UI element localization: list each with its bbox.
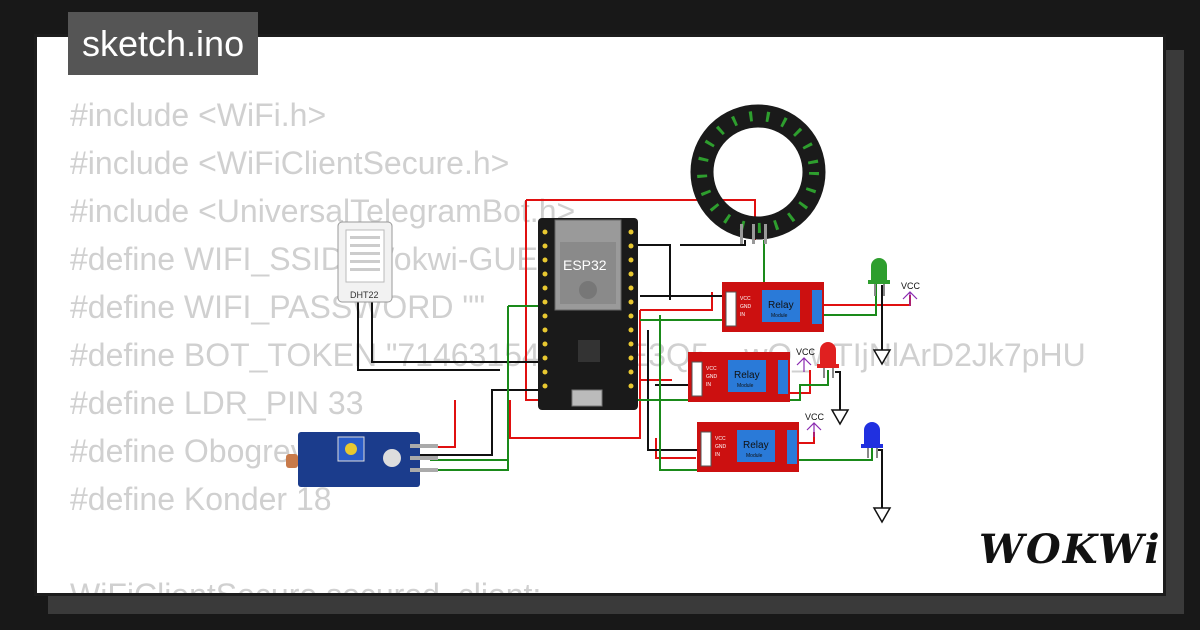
relay-label: Relay (768, 300, 794, 311)
wire (371, 300, 540, 363)
ground-symbol (872, 507, 892, 524)
wire (647, 330, 700, 451)
wire (771, 370, 829, 401)
led-red (817, 342, 839, 378)
relay-module: Relay Module VCC GND IN (722, 282, 824, 332)
led-green (868, 258, 890, 296)
relay-module: Relay Module VCC GND IN (688, 352, 790, 402)
wire (797, 447, 873, 461)
wire (357, 300, 500, 371)
code-background: #include <WiFi.h> #include <WiFiClientSec… (70, 91, 1086, 596)
relay-label: Relay (734, 370, 760, 381)
wire (823, 295, 911, 306)
usb-port (571, 389, 603, 407)
vcc-marker: VCC (805, 412, 825, 437)
dht22-sensor: DHT22 (337, 221, 393, 303)
wire (835, 371, 841, 410)
svg-text:VCC: VCC (901, 281, 921, 291)
wire (420, 389, 540, 456)
wire (430, 306, 509, 461)
relay-pin-label: VCC (706, 366, 717, 372)
relay-sublabel: Module (771, 313, 788, 319)
relay-label: Relay (743, 440, 769, 451)
relay-pin-label: IN (715, 452, 720, 458)
relay-pin-label: IN (706, 382, 711, 388)
vcc-marker: VCC (901, 281, 921, 306)
code-line: #include <WiFiClientSecure.h> (70, 145, 510, 181)
relay-module: Relay Module VCC GND IN (697, 422, 799, 472)
ground-symbol (872, 349, 892, 366)
wire (797, 432, 815, 444)
relay-pin-label: VCC (740, 296, 751, 302)
wokwi-logo: WOKWi (979, 526, 1162, 573)
code-line: #define LDR_PIN 33 (70, 385, 364, 421)
svg-text:VCC: VCC (805, 412, 825, 422)
ldr-module (286, 432, 438, 487)
ground-symbol (830, 409, 850, 426)
wire (420, 460, 509, 471)
wire (655, 438, 696, 459)
wire (823, 282, 877, 316)
sketch-title: sketch.ino (68, 12, 259, 75)
wire (680, 240, 746, 246)
svg-text:VCC: VCC (796, 347, 816, 357)
wire (659, 315, 697, 471)
relay-pin-label: GND (706, 374, 718, 380)
relay-sublabel: Module (746, 453, 763, 459)
led-blue (861, 422, 883, 458)
wire (640, 292, 713, 311)
relay-pin-label: GND (715, 444, 727, 450)
relay-sublabel: Module (737, 383, 754, 389)
wire (509, 380, 641, 439)
code-line: #include <WiFi.h> (70, 97, 327, 133)
wire (878, 449, 883, 508)
relay-pin-label: GND (740, 304, 752, 310)
esp32-board: ESP32 (538, 218, 638, 410)
neopixel-ring (690, 104, 826, 244)
vcc-marker: VCC (796, 347, 816, 372)
code-line: #define WIFI_PASSWORD "" (70, 289, 486, 325)
relay-pin-label: IN (740, 312, 745, 318)
code-line: WiFiClientSecure secured_client; (70, 577, 542, 596)
esp32-label: ESP32 (563, 257, 607, 273)
relay-pin-label: VCC (715, 436, 726, 442)
wire (420, 400, 456, 448)
dht22-label: DHT22 (350, 290, 379, 300)
